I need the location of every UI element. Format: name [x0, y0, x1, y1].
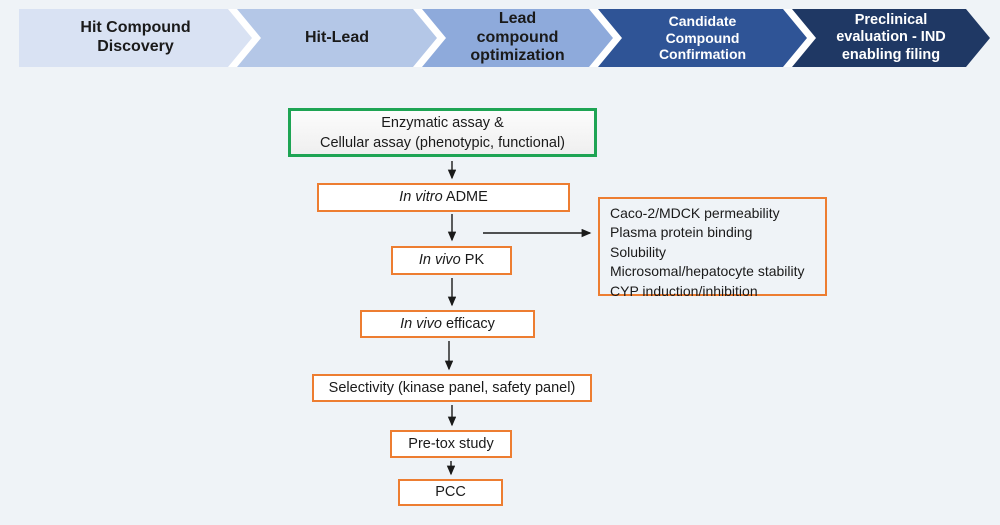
box-label: Selectivity (kinase panel, safety panel): [328, 379, 576, 396]
box-label: In vivo PK: [418, 252, 485, 269]
stage-candidate-compound-confirmation: Candidate Compound Confirmation: [598, 9, 807, 67]
box-label: PCC: [435, 484, 466, 501]
box-label: In vivo efficacy: [400, 315, 495, 332]
stage-label: Lead compound optimization: [470, 9, 565, 65]
box-in-vitro-adme: In vitro ADME: [317, 183, 570, 212]
stage-label: Hit Compound Discovery: [80, 19, 191, 55]
assay-line-2: Cellular assay (phenotypic, functional): [319, 134, 565, 151]
box-adme-detail-list: Caco-2/MDCK permeability Plasma protein …: [598, 197, 827, 299]
adme-detail-item: Microsomal/hepatocyte stability: [610, 263, 805, 280]
stage-hit-lead: Hit-Lead: [237, 9, 437, 67]
box-in-vivo-pk: In vivo PK: [391, 246, 512, 275]
adme-detail-item: CYP induction/inhibition: [610, 282, 758, 299]
box-pre-tox-study: Pre-tox study: [390, 430, 512, 458]
stage-label: Preclinical evaluation - IND enabling fi…: [836, 12, 946, 63]
stage-preclinical-evaluation-ind: Preclinical evaluation - IND enabling fi…: [792, 9, 990, 67]
adme-detail-item: Plasma protein binding: [610, 224, 753, 241]
box-selectivity-panels: Selectivity (kinase panel, safety panel): [312, 374, 592, 402]
assay-line-1: Enzymatic assay &: [381, 114, 504, 131]
stage-lead-compound-optimization: Lead compound optimization: [422, 9, 613, 67]
adme-detail-item: Solubility: [610, 243, 667, 260]
stage-label: Hit-Lead: [305, 28, 369, 46]
pipeline-stage-bar: Hit Compound Discovery Hit-Lead Lead com…: [19, 9, 990, 67]
box-pcc: PCC: [398, 479, 503, 506]
box-enzymatic-cellular-assay: Enzymatic assay & Cellular assay (phenot…: [288, 108, 597, 157]
adme-detail-item: Caco-2/MDCK permeability: [610, 205, 780, 221]
box-label: Pre-tox study: [408, 435, 494, 452]
box-in-vivo-efficacy: In vivo efficacy: [360, 310, 535, 338]
box-label: In vitro ADME: [399, 189, 488, 206]
stage-label: Candidate Compound Confirmation: [658, 13, 747, 63]
stage-hit-compound-discovery: Hit Compound Discovery: [19, 9, 252, 67]
